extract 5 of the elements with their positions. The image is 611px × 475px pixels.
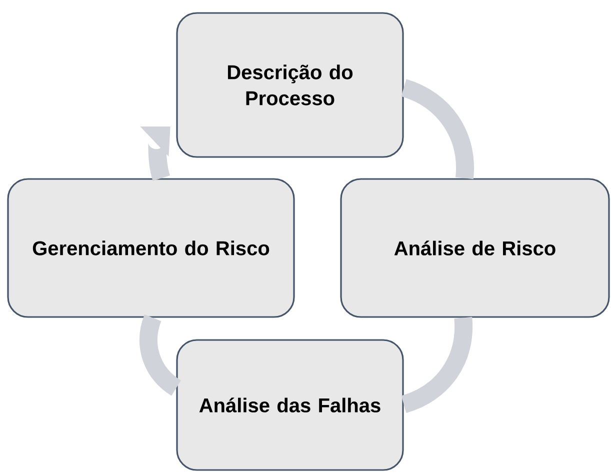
process-box: Análise das Falhas [176, 339, 404, 471]
process-box: Análise de Risco [340, 178, 610, 318]
process-box: Gerenciamento do Risco [7, 178, 295, 318]
process-box: Descrição do Processo [176, 12, 404, 158]
cycle-arrow [140, 126, 170, 181]
